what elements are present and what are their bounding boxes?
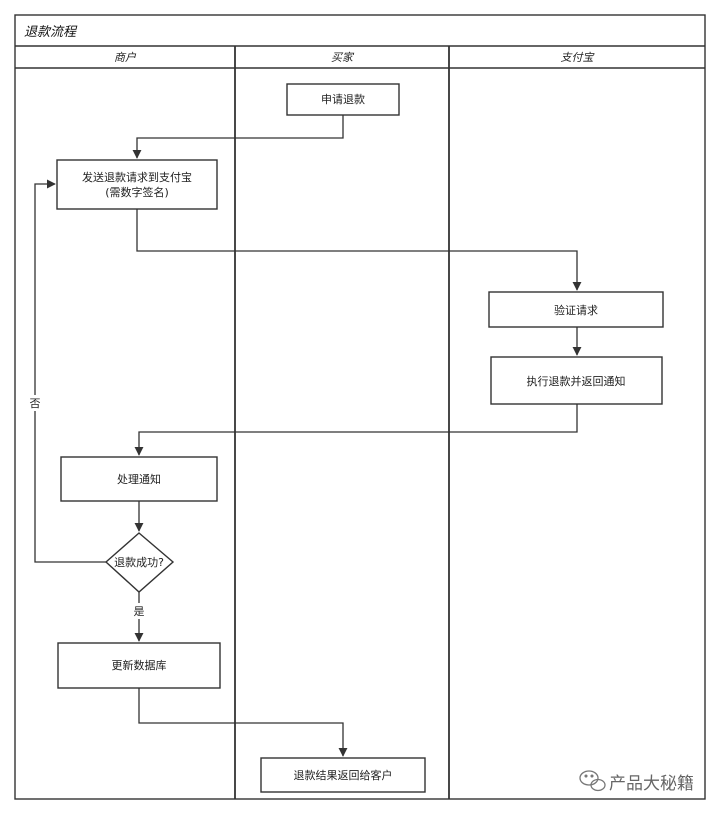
watermark: 产品大秘籍 (579, 770, 694, 794)
node-send-request-label-1: 发送退款请求到支付宝 (82, 170, 192, 184)
node-apply-refund-label: 申请退款 (321, 92, 365, 106)
edge-label-yes: 是 (134, 605, 145, 618)
node-verify-request-label: 验证请求 (554, 303, 598, 317)
edge-execute-to-handle (134, 404, 578, 456)
lane-header-buyer: 买家 (331, 51, 355, 64)
lane-header-alipay: 支付宝 (561, 51, 596, 64)
node-handle-notice[interactable]: 处理通知 (60, 456, 218, 502)
edge-send-to-verify (136, 209, 582, 291)
edge-decision-no (34, 179, 106, 563)
edge-label-no-bg (27, 395, 43, 411)
node-return-result-label: 退款结果返回给客户 (294, 768, 393, 782)
node-handle-notice-label: 处理通知 (117, 472, 161, 486)
edge-update-to-result (138, 688, 348, 757)
node-refund-success-label: 退款成功? (114, 555, 164, 569)
node-update-database[interactable]: 更新数据库 (57, 642, 221, 689)
node-return-result[interactable]: 退款结果返回给客户 (260, 757, 426, 793)
node-update-database-label: 更新数据库 (112, 658, 167, 672)
edge-apply-to-send (132, 114, 344, 159)
lane-header-merchant: 商户 (114, 51, 137, 64)
node-execute-refund[interactable]: 执行退款并返回通知 (490, 356, 663, 405)
diagram-title: 退款流程 (24, 25, 78, 40)
node-verify-request[interactable]: 验证请求 (488, 291, 664, 328)
node-refund-success-decision[interactable]: 退款成功? (104, 532, 175, 593)
node-apply-refund[interactable]: 申请退款 (286, 83, 400, 116)
node-execute-refund-label: 执行退款并返回通知 (527, 374, 626, 388)
node-send-request-label-2: (需数字签名) (105, 185, 169, 199)
watermark-text: 产品大秘籍 (609, 774, 694, 794)
edge-label-yes-bg (131, 603, 147, 619)
node-send-request[interactable]: 发送退款请求到支付宝 (需数字签名) (56, 159, 218, 210)
edge-label-no: 否 (30, 397, 41, 410)
wechat-icon (579, 770, 606, 792)
